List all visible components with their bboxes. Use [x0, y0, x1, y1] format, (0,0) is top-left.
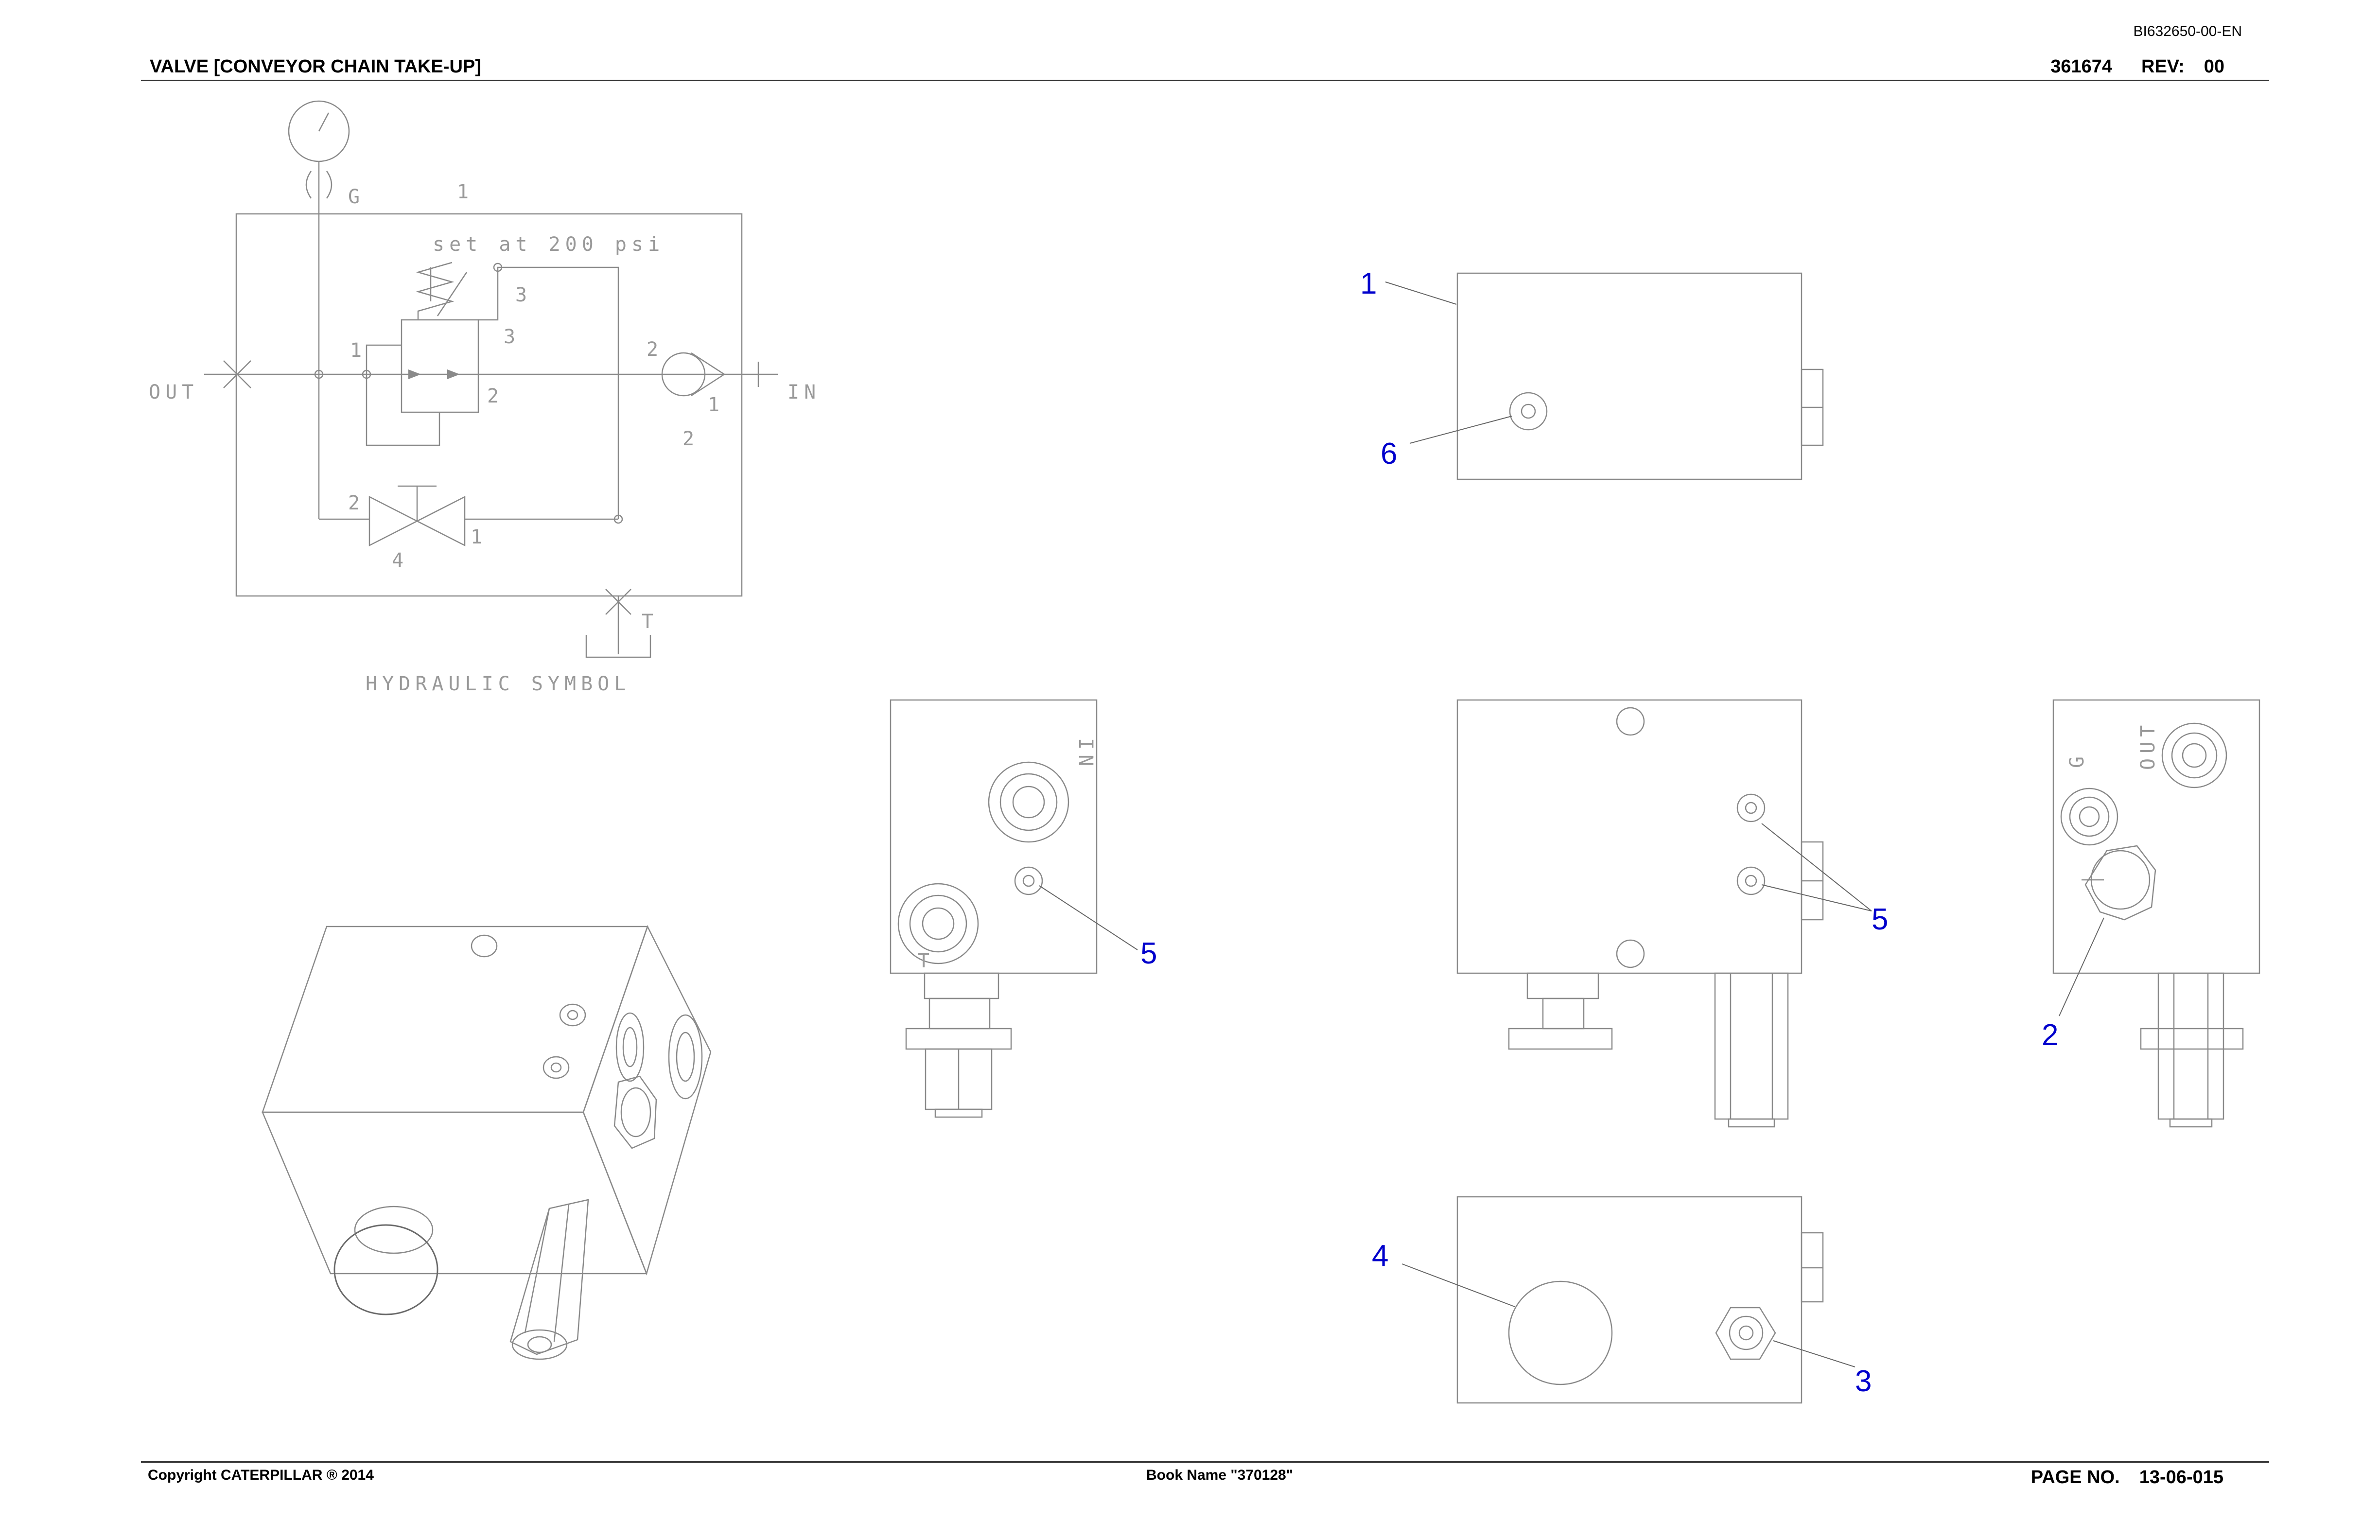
end-view-body	[2052, 699, 2260, 974]
page-title: VALVE [CONVEYOR CHAIN TAKE-UP]	[150, 56, 481, 77]
side-view-in: IN T	[890, 699, 1098, 1118]
symbol-caption: HYDRAULIC SYMBOL	[366, 673, 630, 695]
engraving-t: T	[918, 950, 934, 972]
gauge-orifice-right	[326, 171, 332, 199]
relief-valve-body	[401, 319, 479, 413]
callout-5a: 5	[1140, 937, 1157, 970]
page-value: 13-06-015	[2139, 1467, 2223, 1488]
manifold-boundary	[235, 213, 743, 597]
iso-knob	[333, 1224, 438, 1315]
book-name: Book Name "370128"	[1146, 1467, 1293, 1483]
needle-valve-left	[368, 495, 419, 547]
symbol-port-g: G	[348, 186, 365, 208]
iso-front-face	[262, 1111, 648, 1275]
symbol-mark-2c: 2	[682, 428, 699, 450]
iso-side-face	[582, 925, 712, 1276]
end-view-plug	[2084, 845, 2156, 921]
bottom-view-knob	[1508, 1280, 1613, 1385]
bottom-view-body	[1456, 1196, 1802, 1404]
header-rule	[141, 80, 2269, 81]
copyright: Copyright CATERPILLAR ® 2014	[148, 1467, 374, 1483]
gauge-needle	[318, 112, 330, 132]
iso-top-face	[262, 926, 648, 1113]
page-number: PAGE NO. 13-06-015	[2031, 1467, 2223, 1488]
needle-valve-right	[416, 495, 466, 547]
callout-6: 6	[1381, 437, 1397, 471]
symbol-setting: set at 200 psi	[433, 233, 665, 256]
top-view	[1456, 272, 1824, 480]
callout-5b: 5	[1872, 903, 1888, 936]
hydraulic-symbol: OUT IN G T set at 200 psi HYDRAULIC SYMB…	[149, 100, 821, 695]
top-view-body	[1456, 272, 1802, 480]
rev-value: 00	[2204, 56, 2224, 77]
symbol-mark-3a: 3	[515, 284, 532, 306]
symbol-port-out: OUT	[149, 381, 198, 403]
gauge-orifice-left	[305, 171, 312, 199]
symbol-mark-1: 1	[457, 181, 473, 203]
relief-return-line	[478, 266, 619, 519]
symbol-mark-1c: 1	[708, 394, 724, 416]
front-view-body	[1456, 699, 1802, 974]
isometric-view	[262, 925, 712, 1360]
callout-3: 3	[1855, 1365, 1872, 1398]
check-valve-symbol	[661, 352, 706, 397]
bottom-view-hex	[1715, 1307, 1776, 1360]
relief-spring	[416, 262, 455, 320]
symbol-mark-2b: 2	[647, 338, 663, 361]
callout-2: 2	[2042, 1018, 2058, 1052]
engraving-g: G	[2066, 752, 2088, 768]
part-number: 361674	[2050, 56, 2113, 77]
document-id: BI632650-00-EN	[2133, 23, 2242, 39]
symbol-mark-1b: 1	[350, 339, 367, 362]
engraving-in: IN	[1074, 738, 1097, 771]
symbol-mark-2a: 2	[487, 385, 504, 407]
front-view	[1456, 699, 1824, 1128]
symbol-mark-3b: 3	[504, 326, 520, 348]
rev-label: REV:	[2141, 56, 2185, 77]
iso-hex-fitting	[509, 1199, 589, 1355]
relief-pilot-line	[366, 344, 440, 446]
page-label: PAGE NO.	[2030, 1467, 2120, 1488]
callouts: 1 6 5 5 2 4 3	[1039, 267, 2104, 1398]
end-view-out: OUT G	[2052, 699, 2260, 1128]
footer-rule	[141, 1461, 2269, 1463]
symbol-mark-2d: 2	[348, 492, 365, 514]
side-view-body	[890, 699, 1098, 974]
symbol-port-in: IN	[788, 381, 821, 403]
callout-1: 1	[1360, 267, 1377, 300]
bottom-view	[1456, 1196, 1824, 1404]
tank-symbol	[585, 635, 651, 658]
symbol-mark-1d: 1	[471, 526, 487, 548]
callout-4: 4	[1372, 1239, 1388, 1273]
symbol-port-t: T	[642, 611, 658, 633]
symbol-mark-4: 4	[392, 549, 408, 572]
part-number-rev: 361674 REV: 00	[2050, 56, 2224, 77]
engraving-out: OUT	[2137, 720, 2159, 770]
